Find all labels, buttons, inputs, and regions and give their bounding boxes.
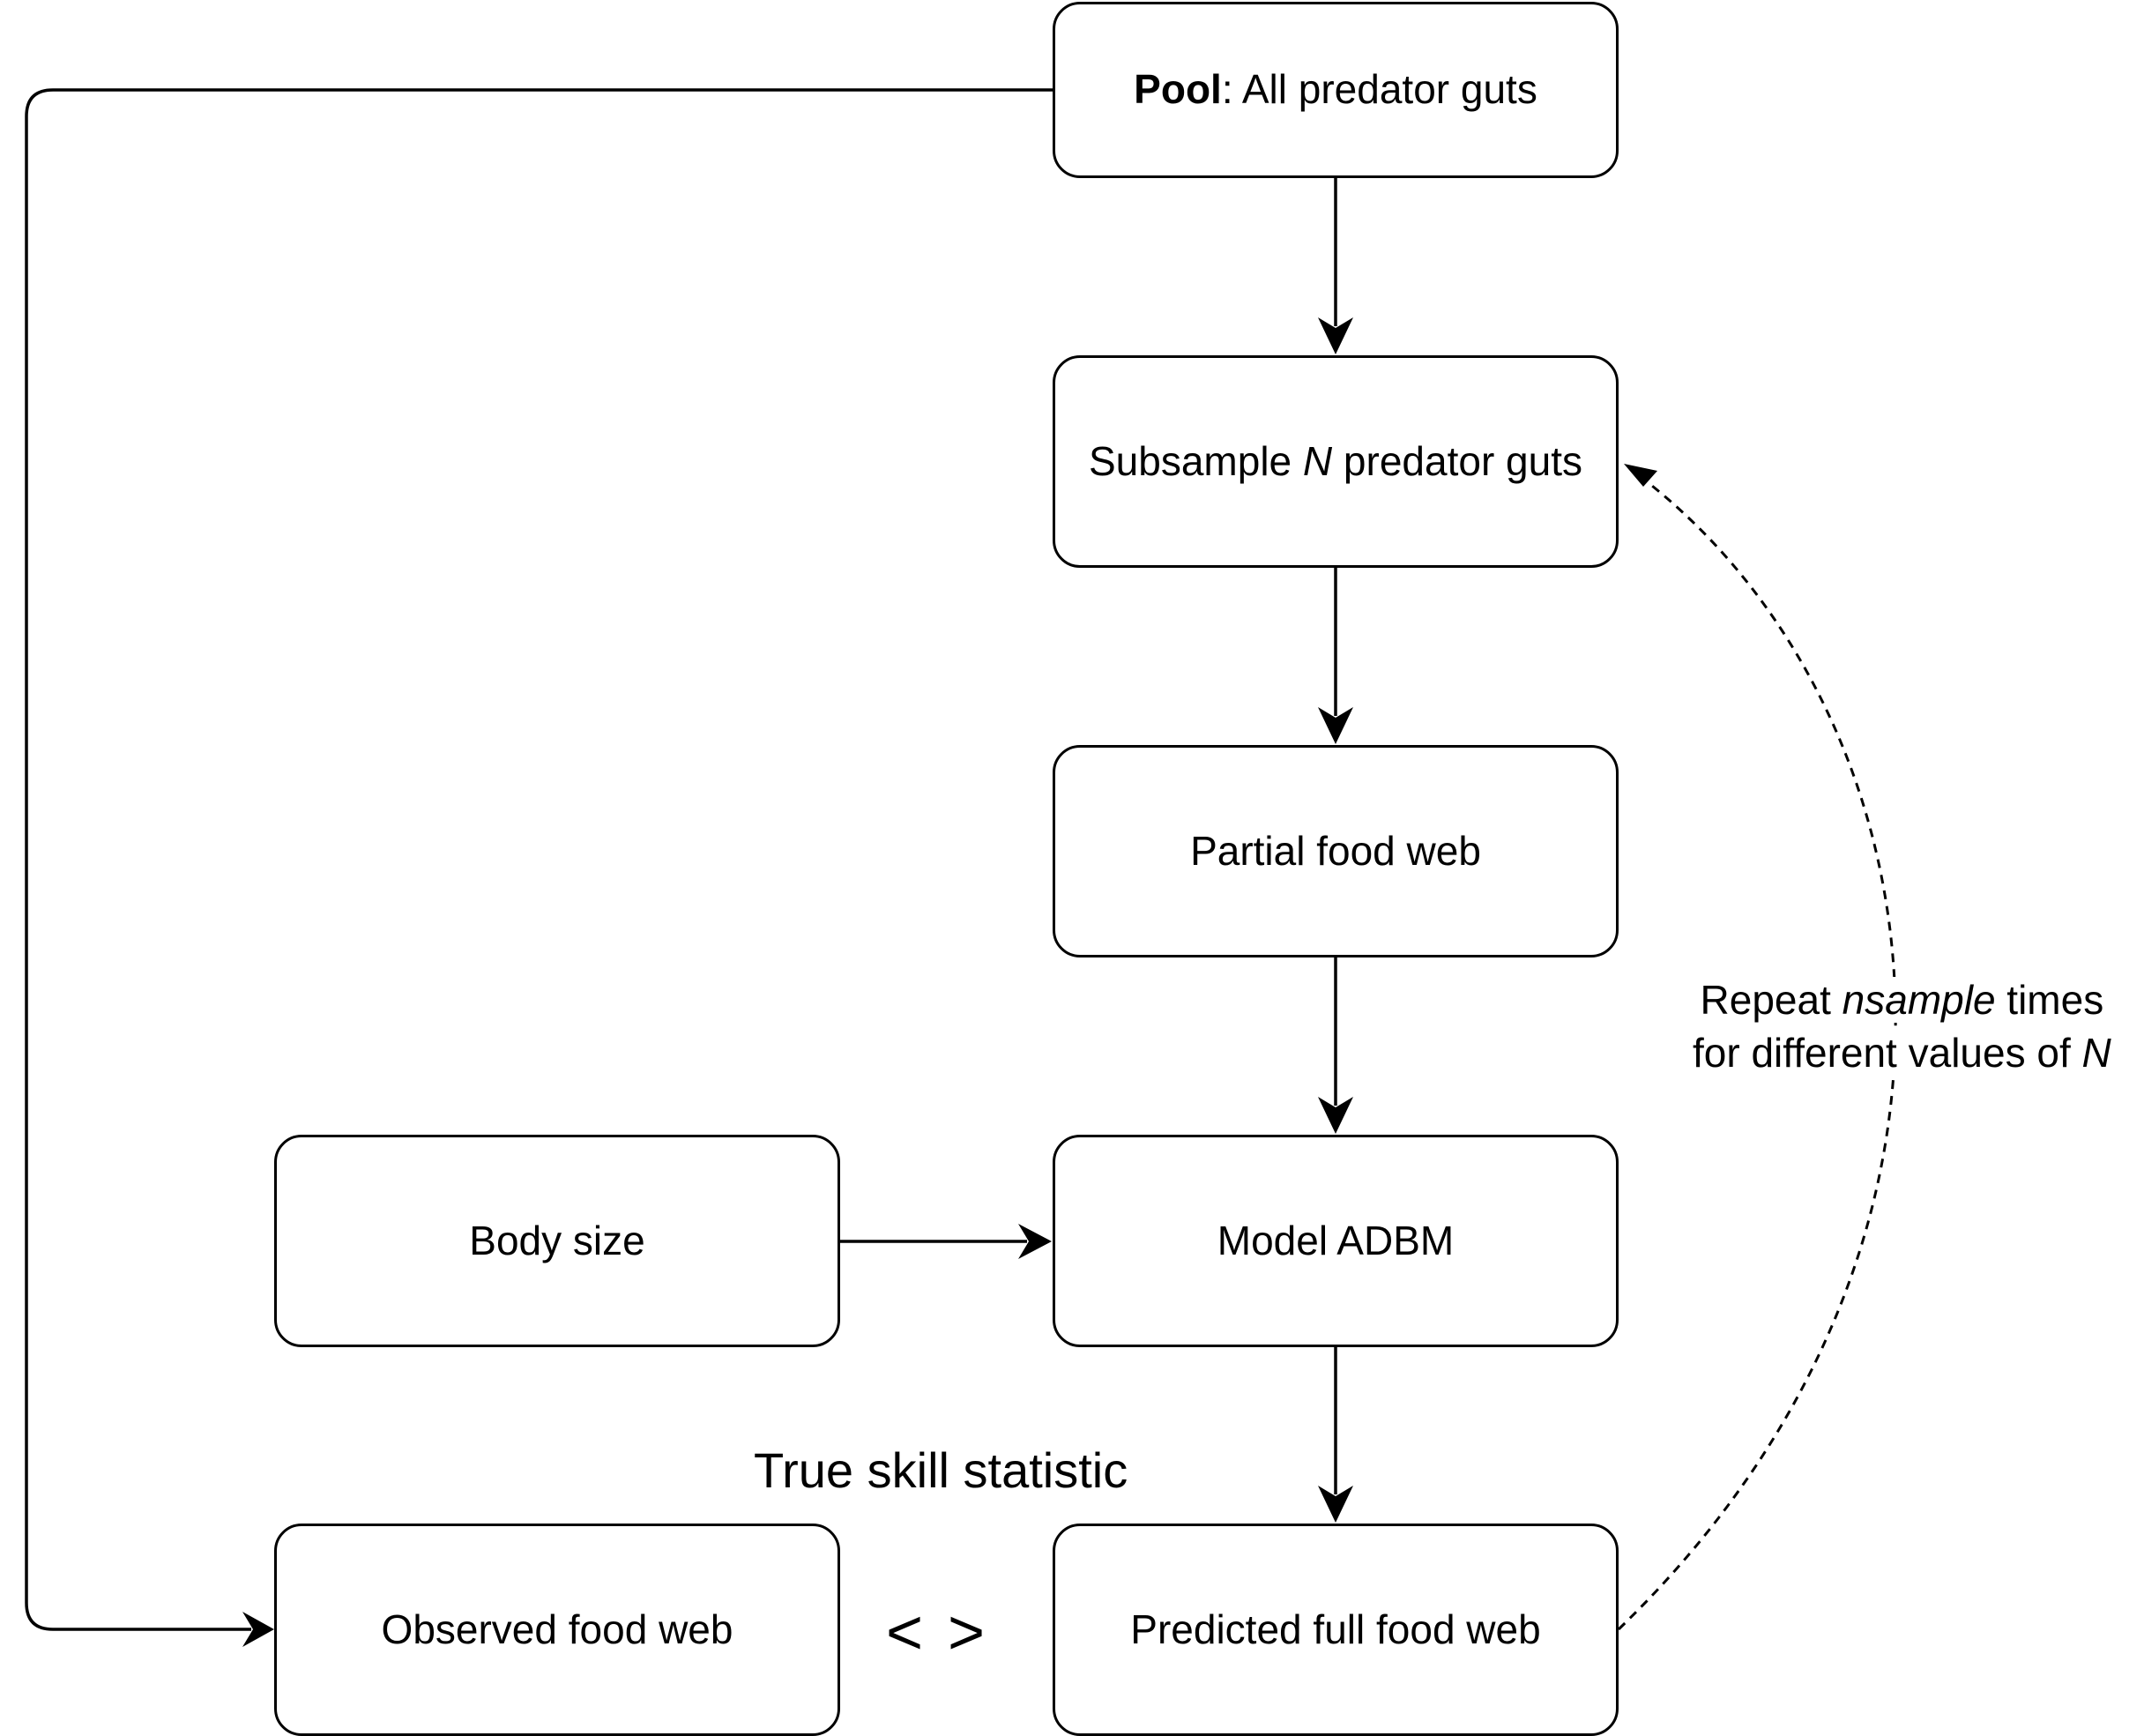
repeat-annotation: Repeat nsample times for different value… — [1693, 974, 2111, 1080]
arrow-pool-to-observed — [25, 88, 1053, 1647]
predicted-food-web-node: Predicted full food web — [1053, 1524, 1619, 1736]
partial-food-web-node: Partial food web — [1053, 745, 1619, 957]
repeat-line-1: Repeat nsample times — [1693, 974, 2111, 1027]
pool-rest-label: : All predator guts — [1221, 66, 1537, 113]
repeat-line-2: for different values of N — [1693, 1027, 2111, 1080]
partial-food-web-label: Partial food web — [1190, 827, 1481, 874]
repeat-line1-italic: nsample — [1842, 977, 1996, 1023]
pool-node: Pool: All predator guts — [1053, 2, 1619, 178]
arrow-pool-to-subsample — [1318, 178, 1353, 354]
subsample-pre-label: Subsample — [1089, 437, 1303, 484]
model-adbm-node: Model ADBM — [1053, 1135, 1619, 1347]
arrow-subsample-to-partial — [1318, 568, 1353, 744]
subsample-italic-label: N — [1302, 437, 1333, 484]
repeat-line1-post: times — [1995, 977, 2104, 1023]
observed-food-web-label: Observed food web — [381, 1606, 733, 1652]
model-adbm-label: Model ADBM — [1217, 1217, 1455, 1263]
comparison-symbol: < > — [886, 1598, 989, 1668]
true-skill-statistic-label: True skill statistic — [754, 1442, 1128, 1498]
repeat-line2-pre: for different values of — [1693, 1029, 2082, 1076]
repeat-line1-pre: Repeat — [1700, 977, 1842, 1023]
subsample-node: Subsample N predator guts — [1053, 355, 1619, 568]
body-size-label: Body size — [469, 1217, 645, 1263]
subsample-post-label: predator guts — [1332, 437, 1582, 484]
predicted-food-web-label: Predicted full food web — [1130, 1606, 1541, 1652]
arrow-partial-to-model — [1318, 957, 1353, 1134]
observed-food-web-node: Observed food web — [274, 1524, 840, 1736]
pool-bold-label: Pool — [1134, 66, 1222, 113]
body-size-node: Body size — [274, 1135, 840, 1347]
repeat-line2-italic: N — [2081, 1029, 2111, 1076]
arrow-model-to-predicted — [1318, 1347, 1353, 1523]
arrow-body-to-model — [840, 1224, 1052, 1259]
